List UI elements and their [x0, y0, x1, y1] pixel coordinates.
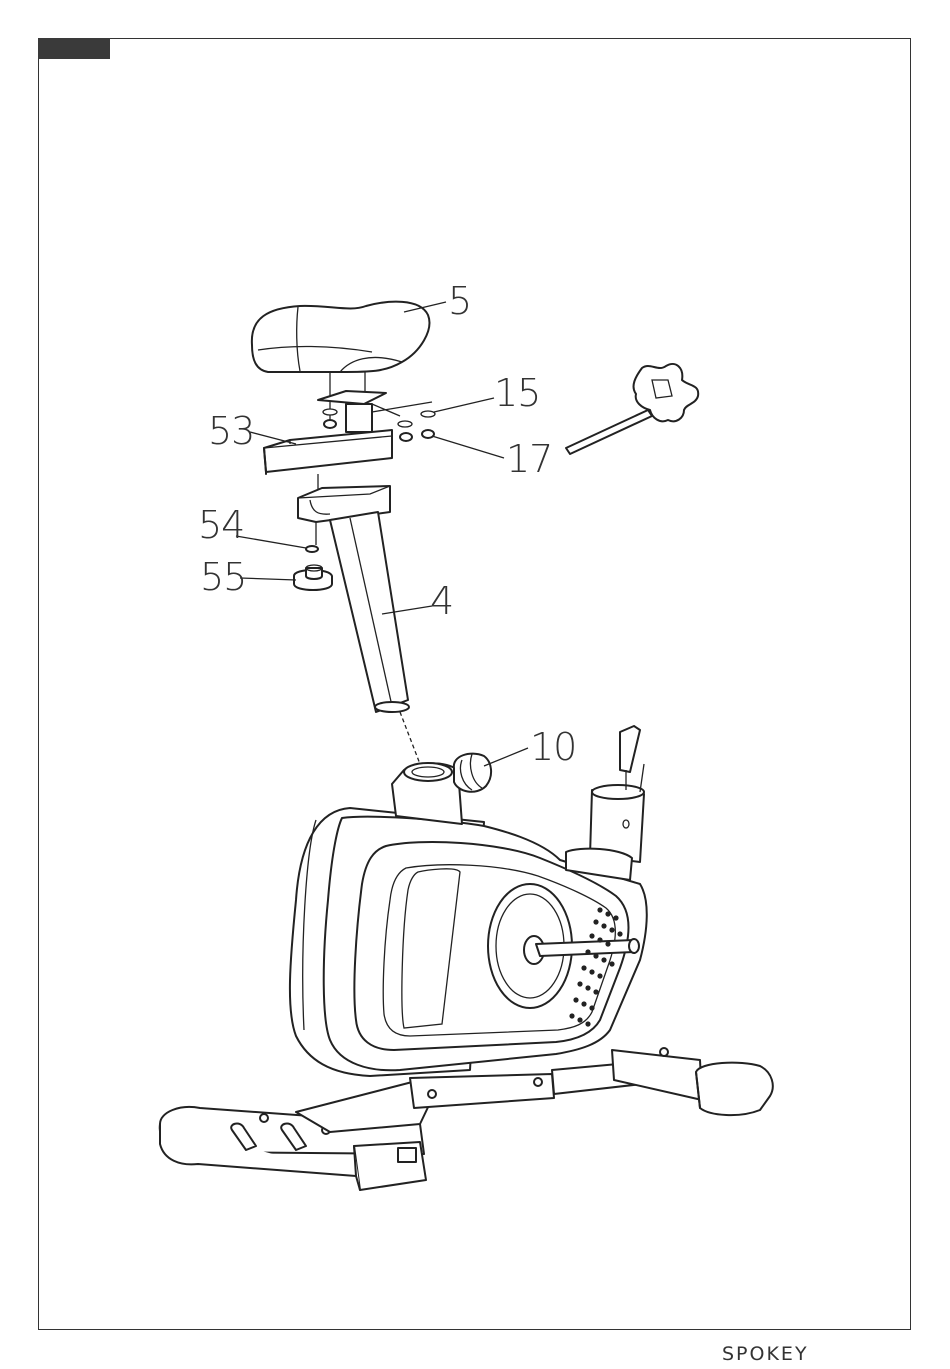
brand-logo: SPOKEY [722, 1343, 809, 1365]
callout-15: 15 [494, 371, 540, 415]
callout-55: 55 [200, 555, 246, 599]
tension-knob [454, 754, 491, 792]
front-stabilizer [612, 1048, 773, 1115]
callout-54: 54 [198, 503, 244, 547]
callout-53: 53 [208, 409, 254, 453]
knob-washer [306, 546, 318, 552]
callout-10: 10 [530, 725, 576, 769]
callout-5: 5 [448, 279, 471, 323]
cross-wrench-icon [566, 364, 698, 454]
adjustment-knob [294, 565, 332, 590]
seat-post [298, 486, 409, 712]
handlebar-socket [566, 726, 644, 880]
callout-4: 4 [430, 579, 453, 623]
seat [252, 302, 430, 372]
seat-post-socket [392, 763, 462, 824]
seat-slider [264, 430, 392, 474]
callout-17: 17 [506, 437, 552, 481]
